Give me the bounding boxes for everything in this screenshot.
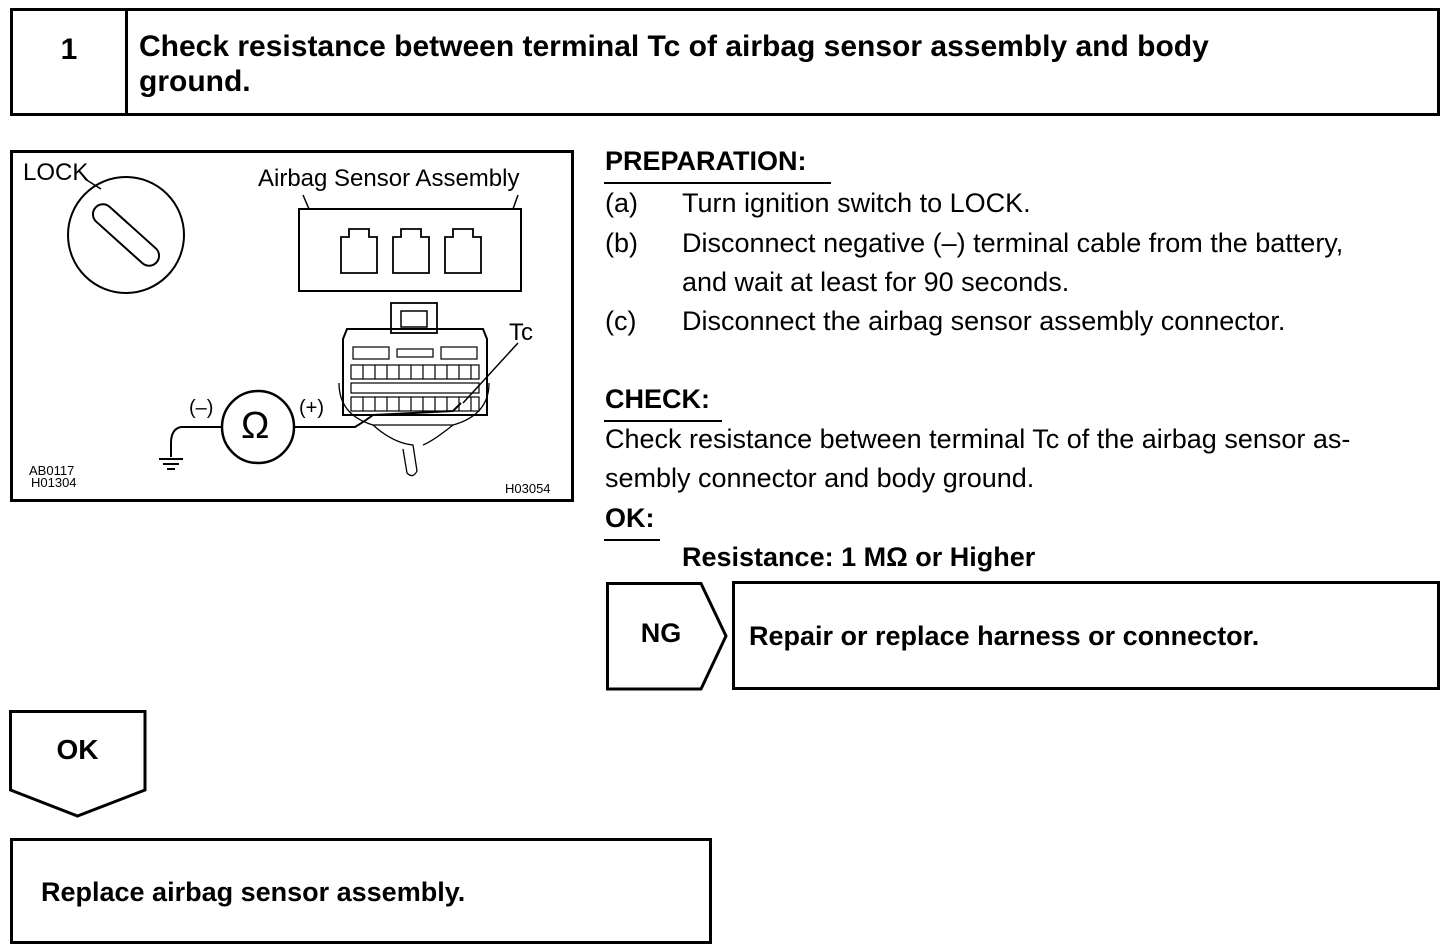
ng-action-text: Repair or replace harness or connector.	[749, 621, 1260, 651]
ohm-symbol: Ω	[241, 405, 270, 447]
step-number: 1	[60, 33, 78, 66]
lock-label: LOCK	[23, 159, 89, 186]
ng-arrow-shape	[606, 582, 728, 691]
prep-item-c: Disconnect the airbag sensor assembly co…	[682, 306, 1286, 336]
check-heading: CHECK:	[605, 384, 710, 414]
figure-drawing	[67, 176, 522, 477]
airbag-sensor-icon	[298, 194, 522, 292]
ok-action-box: Replace airbag sensor assembly.	[10, 838, 712, 944]
ng-action-box: Repair or replace harness or connector.	[732, 581, 1440, 690]
terminal-tc-label: Tc	[509, 319, 533, 346]
step-title-line2: ground.	[139, 65, 251, 98]
resistance-spec: Resistance: 1 MΩ or Higher	[682, 542, 1036, 572]
figure-code-1: AB0117	[29, 463, 75, 478]
ok-label: OK	[56, 734, 99, 765]
prep-marker-c: (c)	[605, 306, 637, 336]
step-title: Check resistance between terminal Tc of …	[139, 29, 1429, 99]
sensor-connector-icon	[338, 302, 490, 477]
preparation-underline	[604, 182, 831, 184]
ng-label: NG	[640, 618, 682, 648]
wiring-figure: LOCK Airbag Sensor Assembly Tc (–) (+) Ω…	[10, 150, 574, 502]
ok-spec-heading: OK:	[605, 503, 655, 533]
check-text-line2: sembly connector and body ground.	[605, 463, 1035, 493]
prep-item-a: Turn ignition switch to LOCK.	[682, 188, 1031, 218]
ignition-lock-icon	[67, 176, 185, 294]
check-underline	[604, 420, 722, 422]
check-text-line1: Check resistance between terminal Tc of …	[605, 424, 1351, 454]
prep-marker-b: (b)	[605, 228, 638, 258]
ok-action-text: Replace airbag sensor assembly.	[41, 877, 466, 907]
ok-arrow-shape	[9, 710, 147, 818]
prep-marker-a: (a)	[605, 188, 638, 218]
step-divider	[125, 11, 128, 113]
figure-code-3: H03054	[505, 481, 551, 496]
figure-code-2: H01304	[31, 475, 77, 490]
ok-spec-underline	[604, 539, 660, 541]
preparation-heading: PREPARATION:	[605, 146, 807, 176]
prep-item-b-line1: Disconnect negative (–) terminal cable f…	[682, 228, 1344, 258]
step-header: 1 Check resistance between terminal Tc o…	[10, 8, 1440, 116]
prep-item-b-line2: and wait at least for 90 seconds.	[682, 267, 1070, 297]
sensor-label: Airbag Sensor Assembly	[258, 165, 520, 192]
step-title-line1: Check resistance between terminal Tc of …	[139, 30, 1209, 63]
ground-icon	[159, 458, 183, 470]
positive-label: (+)	[299, 397, 324, 419]
negative-label: (–)	[189, 397, 214, 419]
